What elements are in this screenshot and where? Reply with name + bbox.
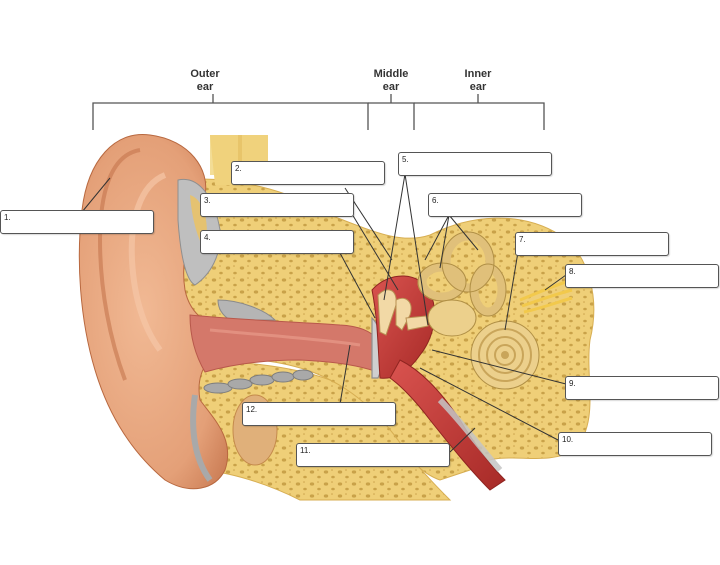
outer-ear-bracket [92,102,369,130]
middle-ear-bracket [368,102,415,130]
label-box-1[interactable]: 1. [0,210,154,234]
region-brackets [92,94,545,130]
region-labels: Outer ear Middle ear Inner ear [190,68,492,93]
middle-ear-label: Middle [374,68,409,80]
stapes [405,315,429,331]
leader-6b [448,214,479,251]
label-number-8: 8. [569,267,576,276]
label-number-2: 2. [235,164,242,173]
label-box-5[interactable]: 5. [398,152,552,176]
leader-6c [439,214,450,269]
label-box-3[interactable]: 3. [200,193,354,217]
lower-cartilage-segments [203,369,314,394]
canal-highlight [209,328,361,347]
label-box-4[interactable]: 4. [200,230,354,254]
cochlea [470,320,540,390]
label-box-6[interactable]: 6. [428,193,582,217]
label-number-5: 5. [402,155,409,164]
external-auditory-canal [189,314,379,373]
inner-ear-bracket [414,102,545,130]
label-number-7: 7. [519,235,526,244]
leader-10 [419,367,559,441]
leader-4 [339,252,376,319]
ear-canal [189,314,379,373]
eustachian-tube [389,359,506,491]
antihelix-fold [128,172,167,352]
leader-6a [424,214,450,261]
outer-ear-label: Outer [190,68,220,80]
vestibule [427,299,477,337]
label-box-8[interactable]: 8. [565,264,719,288]
leader-1 [81,177,111,213]
label-box-10[interactable]: 10. [558,432,712,456]
leader-8 [544,274,567,291]
inner-ear-label: Inner [465,68,493,80]
lower-cartilage-curve [190,394,213,482]
inner-ear-label-line2: ear [470,81,487,93]
label-box-11[interactable]: 11. [296,443,450,467]
leader-7 [504,251,519,331]
malleus [377,289,397,336]
outer-ear-label-line2: ear [197,81,214,93]
leader-12 [339,344,351,405]
label-number-4: 4. [204,233,211,242]
middle-ear-label-line2: ear [383,81,400,93]
semicircular-canals-outline [417,231,507,317]
leader-9 [431,349,567,385]
label-number-9: 9. [569,379,576,388]
skull-strip-line [238,135,242,185]
label-box-9[interactable]: 9. [565,376,719,400]
leader-5b [404,173,429,326]
label-number-3: 3. [204,196,211,205]
label-box-2[interactable]: 2. [231,161,385,185]
label-number-11: 11. [300,446,311,455]
label-number-1: 1. [4,213,11,222]
incus [395,297,412,331]
middle-ear [371,275,506,491]
ossicles [377,289,429,336]
label-number-10: 10. [562,435,574,444]
label-number-12: 12. [246,405,258,414]
label-box-12[interactable]: 12. [242,402,396,426]
leader-11 [449,427,476,453]
label-box-7[interactable]: 7. [515,232,669,256]
label-number-6: 6. [432,196,439,205]
leader-lines [81,173,567,453]
leader-3 [351,213,399,291]
leader-5 [383,173,406,301]
helix-fold [97,148,141,381]
